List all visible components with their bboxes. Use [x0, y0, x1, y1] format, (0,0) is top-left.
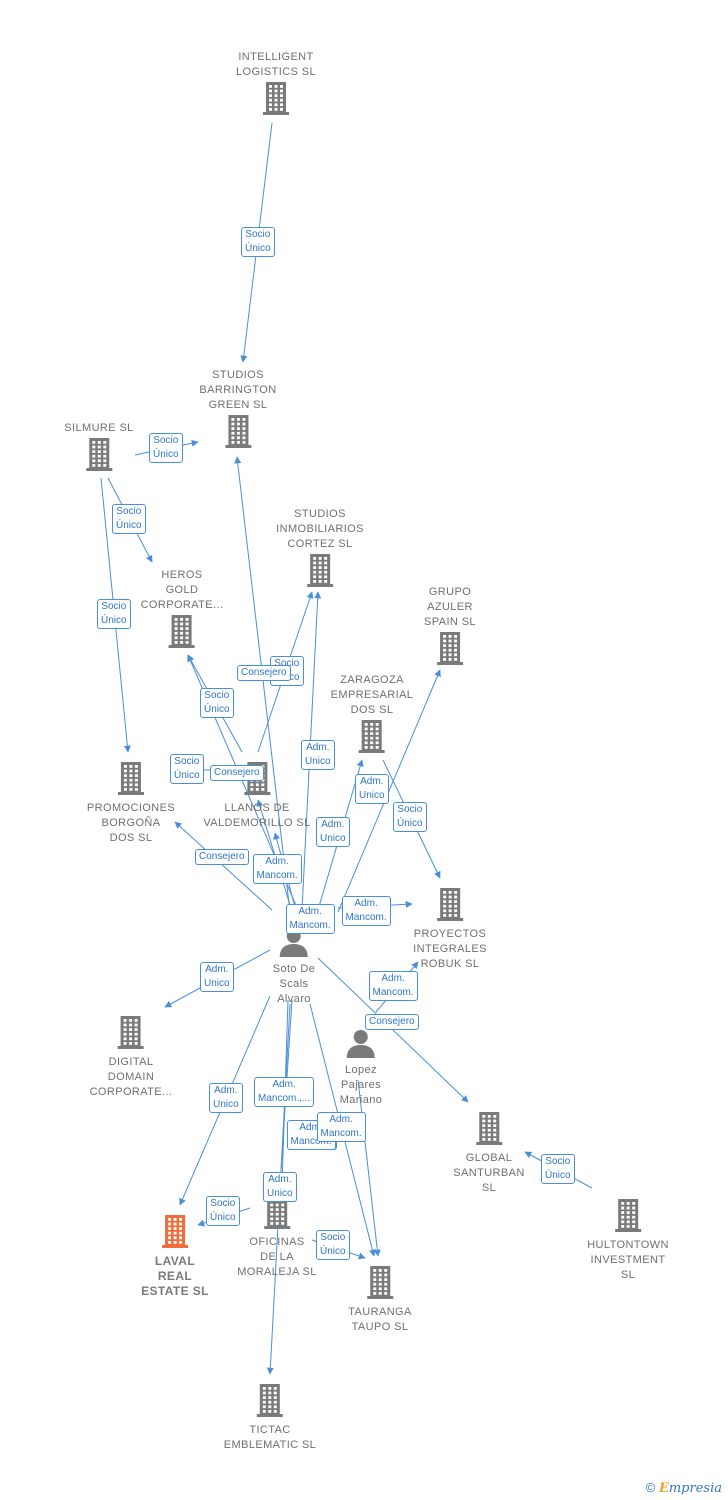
edge-label[interactable]: Consejero: [195, 849, 249, 865]
node-label: OFICINAS DE LA MORALEJA SL: [237, 1236, 317, 1278]
building-icon: [424, 630, 476, 671]
edge-label[interactable]: Adm. Unico: [301, 740, 335, 770]
node-label: HEROS GOLD CORPORATE...: [140, 569, 224, 611]
edge-label[interactable]: Adm. Unico: [355, 774, 389, 804]
building-icon: [413, 886, 487, 927]
building-icon: [587, 1197, 669, 1238]
edge-label[interactable]: Adm. Mancom.: [368, 971, 418, 1001]
edge-soto-to-llanos: [256, 799, 291, 906]
node-tictac[interactable]: TICTAC EMBLEMATIC SL: [224, 1382, 316, 1453]
edge-label[interactable]: Adm. Mancom.: [341, 896, 391, 926]
edge-label[interactable]: Socio Único: [200, 688, 234, 718]
node-zaragoza[interactable]: ZARAGOZA EMPRESARIAL DOS SL: [331, 673, 414, 759]
node-silmure[interactable]: SILMURE SL: [64, 421, 133, 477]
empresia-logo: Empresia: [658, 1481, 722, 1496]
building-icon: [236, 80, 316, 121]
node-intelligent[interactable]: INTELLIGENT LOGISTICS SL: [236, 50, 316, 121]
edge-label[interactable]: Adm. Unico: [316, 817, 350, 847]
building-icon: [348, 1264, 412, 1305]
edge-label[interactable]: Adm. Mancom.: [316, 1112, 366, 1142]
edge-soto-to-borgona: [174, 821, 273, 911]
building-icon: [276, 552, 364, 593]
node-label: GLOBAL SANTURBAN SL: [453, 1152, 525, 1194]
node-borgona[interactable]: PROMOCIONES BORGOÑA DOS SL: [87, 760, 175, 846]
footer-brand: © Empresia: [646, 1480, 722, 1496]
edge-label[interactable]: Socio Único: [97, 599, 131, 629]
node-label: PROYECTOS INTEGRALES ROBUK SL: [413, 928, 487, 970]
copyright-icon: ©: [645, 1480, 656, 1495]
node-hultontown[interactable]: HULTONTOWN INVESTMENT SL: [587, 1197, 669, 1283]
building-icon: [87, 760, 175, 801]
node-heros[interactable]: HEROS GOLD CORPORATE...: [141, 568, 224, 654]
node-digital[interactable]: DIGITAL DOMAIN CORPORATE...: [90, 1014, 173, 1100]
edge-label[interactable]: Socio Único: [206, 1196, 240, 1226]
edge-label[interactable]: Socio Único: [316, 1230, 350, 1260]
building-icon: [141, 1213, 209, 1254]
edge-label[interactable]: Adm. Mancom.,...: [254, 1077, 315, 1107]
edge-label[interactable]: Adm. Unico: [200, 962, 234, 992]
person-icon: [340, 1028, 383, 1063]
building-icon: [141, 613, 224, 654]
edge-label[interactable]: Consejero: [237, 665, 291, 681]
building-icon: [224, 1382, 316, 1423]
node-label: GRUPO AZULER SPAIN SL: [424, 586, 476, 628]
node-lopez[interactable]: Lopez Pajares Mariano: [340, 1028, 383, 1108]
building-icon: [331, 718, 414, 759]
node-label: PROMOCIONES BORGOÑA DOS SL: [86, 802, 176, 844]
edge-label[interactable]: Adm. Unico: [209, 1083, 243, 1113]
edge-label[interactable]: Socio Único: [170, 754, 204, 784]
building-icon: [64, 436, 133, 477]
node-label: DIGITAL DOMAIN CORPORATE...: [89, 1056, 173, 1098]
node-label: LLANOS DE VALDEMORILLO SL: [203, 802, 311, 829]
edge-soto-to-santurban: [317, 957, 469, 1103]
node-label: STUDIOS INMOBILIARIOS CORTEZ SL: [276, 508, 364, 550]
edge-lopez-to-tauranga: [357, 1079, 381, 1257]
node-cortez[interactable]: STUDIOS INMOBILIARIOS CORTEZ SL: [276, 507, 364, 593]
node-label: LAVAL REAL ESTATE SL: [141, 1254, 209, 1298]
edge-label[interactable]: Adm. Unico: [263, 1172, 297, 1202]
edge-label[interactable]: Socio Único: [112, 504, 146, 534]
building-icon: [90, 1014, 173, 1055]
node-barrington[interactable]: STUDIOS BARRINGTON GREEN SL: [199, 368, 276, 454]
node-label: TAURANGA TAUPO SL: [348, 1306, 412, 1333]
node-santurban[interactable]: GLOBAL SANTURBAN SL: [453, 1110, 524, 1196]
building-icon: [199, 413, 276, 454]
node-azuler[interactable]: GRUPO AZULER SPAIN SL: [424, 585, 476, 671]
edge-label[interactable]: Socio Único: [149, 433, 183, 463]
building-icon: [237, 1194, 317, 1235]
building-icon: [453, 1110, 524, 1151]
node-label: Soto De Scals Alvaro: [272, 963, 316, 1005]
node-label: INTELLIGENT LOGISTICS SL: [236, 51, 316, 78]
node-tauranga[interactable]: TAURANGA TAUPO SL: [348, 1264, 412, 1335]
node-label: STUDIOS BARRINGTON GREEN SL: [199, 369, 277, 411]
node-label: HULTONTOWN INVESTMENT SL: [587, 1239, 669, 1281]
edge-label[interactable]: Adm. Mancom.: [285, 904, 335, 934]
edge-label[interactable]: Consejero: [365, 1014, 419, 1030]
node-label: ZARAGOZA EMPRESARIAL DOS SL: [330, 674, 414, 716]
node-oficinas[interactable]: OFICINAS DE LA MORALEJA SL: [237, 1194, 317, 1280]
node-soto[interactable]: Soto De Scals Alvaro: [273, 927, 316, 1007]
node-label: Lopez Pajares Mariano: [339, 1064, 383, 1106]
node-label: SILMURE SL: [64, 422, 134, 434]
edge-label[interactable]: Socio Único: [393, 802, 427, 832]
node-robuk[interactable]: PROYECTOS INTEGRALES ROBUK SL: [413, 886, 487, 972]
edge-soto-to-barrington: [234, 456, 291, 913]
node-laval[interactable]: LAVAL REAL ESTATE SL: [141, 1213, 209, 1299]
edge-label[interactable]: Socio Único: [241, 227, 275, 257]
edge-label[interactable]: Consejero: [210, 765, 264, 781]
edge-label[interactable]: Adm. Mancom.: [252, 854, 302, 884]
edge-label[interactable]: Socio Único: [541, 1154, 575, 1184]
edge-soto-to-azuler: [337, 669, 441, 913]
node-label: TICTAC EMBLEMATIC SL: [223, 1424, 317, 1451]
